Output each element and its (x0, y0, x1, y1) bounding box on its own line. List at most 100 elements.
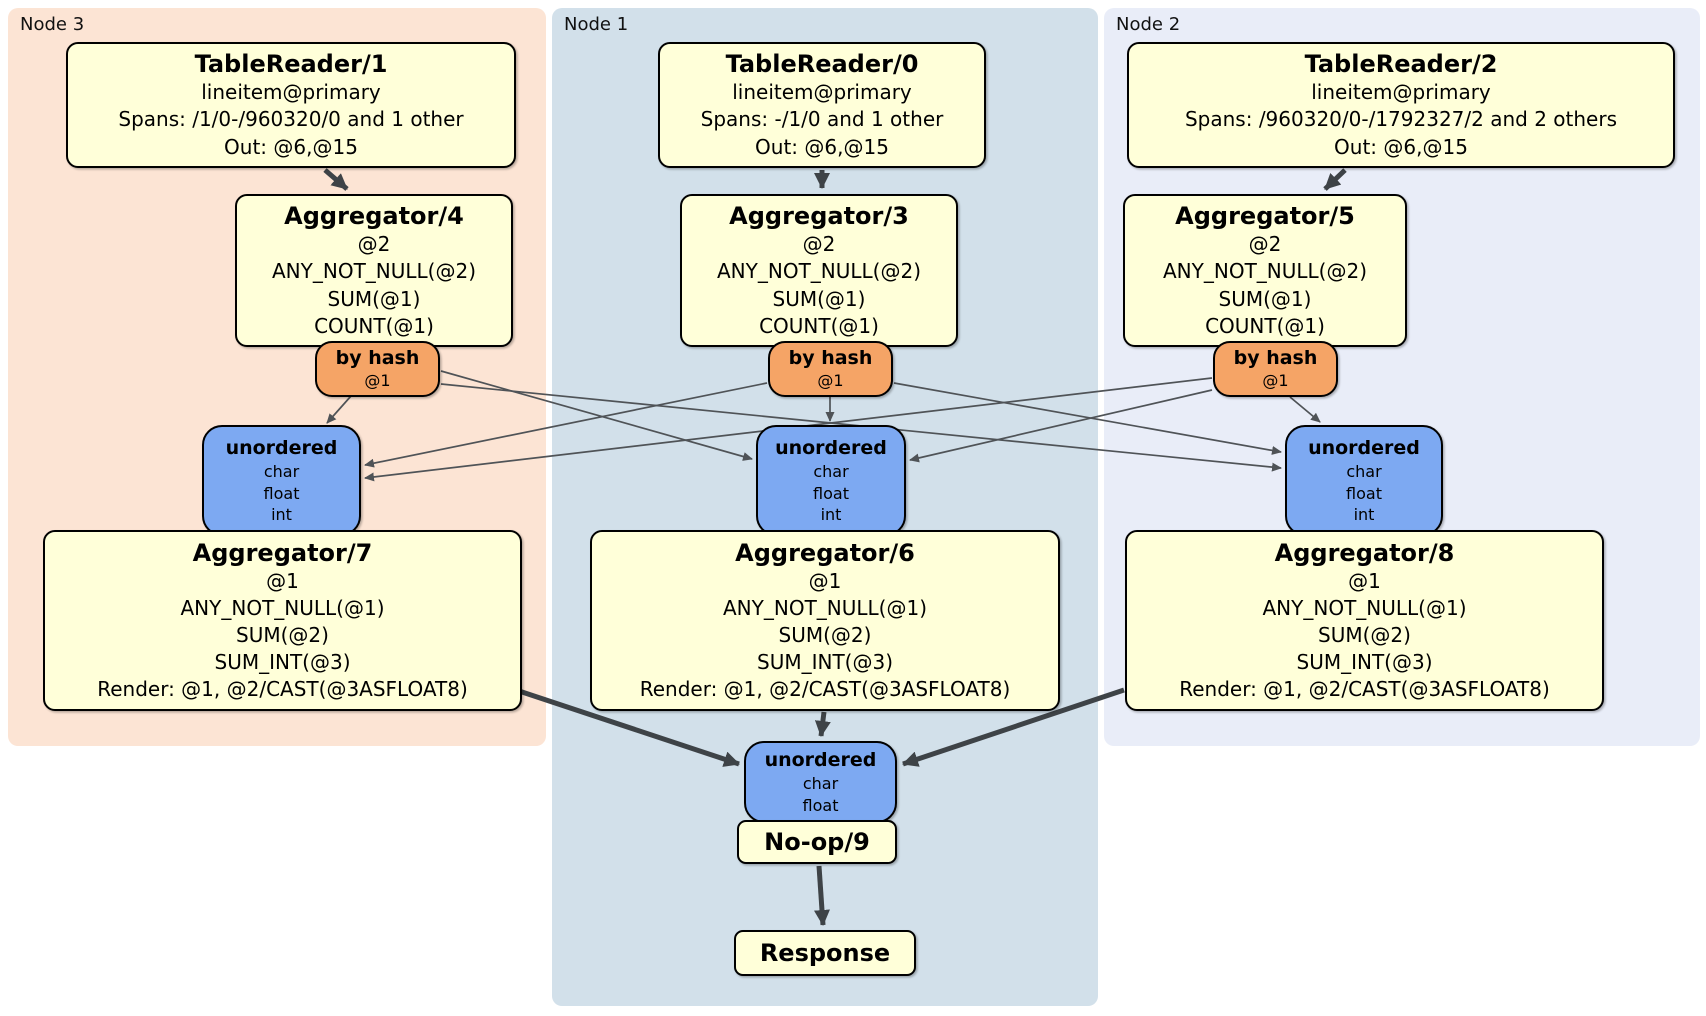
processor-line: Spans: -/1/0 and 1 other (700, 107, 944, 132)
processor-aggregator-4: Aggregator/4 @2 ANY_NOT_NULL(@2) SUM(@1)… (235, 194, 513, 347)
processor-line: SUM_INT(@3) (757, 650, 893, 675)
sync-title: unordered (1308, 436, 1420, 459)
edge-agg8-unordered-final (902, 687, 1125, 767)
sync-line: float (1346, 483, 1382, 503)
router-title: by hash (335, 347, 420, 370)
processor-title: Aggregator/7 (192, 538, 373, 567)
router-by-hash-node2: by hash @1 (1213, 341, 1338, 397)
processor-title: No-op/9 (764, 828, 870, 856)
edge-byhash3-unordered1 (440, 370, 753, 461)
processor-line: @2 (802, 232, 836, 257)
sync-line: char (802, 774, 839, 794)
processor-line: Out: @6,@15 (1334, 134, 1468, 159)
processor-line: ANY_NOT_NULL(@2) (1163, 259, 1367, 284)
region-node2-label: Node 2 (1116, 14, 1181, 35)
sync-unordered-node1: unordered char float int (756, 425, 906, 536)
router-line: @1 (817, 370, 844, 390)
processor-line: ANY_NOT_NULL(@1) (1262, 595, 1467, 620)
processor-line: Out: @6,@15 (224, 134, 358, 159)
processor-line: SUM(@1) (327, 286, 421, 311)
processor-line: @1 (266, 568, 299, 593)
processor-line: ANY_NOT_NULL(@1) (180, 595, 385, 620)
sync-line: char (813, 462, 849, 482)
processor-line: Spans: /960320/0-/1792327/2 and 2 others (1184, 107, 1617, 132)
router-title: by hash (1233, 347, 1318, 370)
processor-line: COUNT(@1) (759, 313, 879, 338)
processor-line: ANY_NOT_NULL(@1) (723, 595, 927, 620)
sync-title: unordered (225, 436, 338, 459)
processor-title: TableReader/2 (1304, 50, 1498, 79)
processor-title: TableReader/1 (194, 50, 388, 79)
edge-noop-response (814, 865, 830, 926)
sync-line: int (1353, 504, 1375, 524)
router-title: by hash (788, 347, 873, 370)
flow-edges (323, 168, 1347, 926)
processor-line: SUM(@1) (1218, 286, 1312, 311)
processor-title: Aggregator/3 (729, 202, 909, 231)
processor-aggregator-5: Aggregator/5 @2 ANY_NOT_NULL(@2) SUM(@1)… (1123, 194, 1407, 347)
sync-unordered-final: unordered char float (744, 741, 897, 823)
processor-title: Aggregator/8 (1274, 538, 1455, 567)
edge-byhash3-unordered3 (326, 395, 352, 424)
processor-title: Response (759, 939, 891, 967)
processor-line: Render: @1, @2/CAST(@3ASFLOAT8) (639, 677, 1011, 702)
processor-aggregator-3: Aggregator/3 @2 ANY_NOT_NULL(@2) SUM(@1)… (680, 194, 958, 347)
processor-line: @1 (1348, 568, 1381, 593)
edge-tr2-agg5 (1323, 168, 1347, 191)
processor-line: Spans: /1/0-/960320/0 and 1 other (118, 107, 464, 132)
processor-line: @2 (1248, 232, 1282, 257)
router-line: @1 (1262, 370, 1289, 390)
router-by-hash-node1: by hash @1 (768, 341, 893, 397)
processor-line: COUNT(@1) (1205, 313, 1325, 338)
sync-line: float (813, 483, 849, 503)
processor-line: ANY_NOT_NULL(@2) (272, 259, 476, 284)
edge-byhash1-unordered2 (893, 382, 1282, 455)
processor-aggregator-6: Aggregator/6 @1 ANY_NOT_NULL(@1) SUM(@2)… (590, 530, 1060, 711)
processor-line: Render: @1, @2/CAST(@3ASFLOAT8) (97, 677, 468, 702)
router-line: @1 (364, 370, 391, 390)
processor-title: Aggregator/4 (284, 202, 464, 231)
sync-unordered-node2: unordered char float int (1285, 425, 1443, 536)
edge-tr1-agg4 (323, 168, 349, 191)
processor-aggregator-8: Aggregator/8 @1 ANY_NOT_NULL(@1) SUM(@2)… (1125, 530, 1604, 711)
processor-line: Render: @1, @2/CAST(@3ASFLOAT8) (1179, 677, 1550, 702)
processor-tablereader-1: TableReader/1 lineitem@primary Spans: /1… (66, 42, 516, 168)
processor-response: Response (734, 930, 916, 976)
processor-line: lineitem@primary (1311, 80, 1491, 105)
sync-title: unordered (764, 749, 877, 772)
processor-line: SUM(@2) (778, 622, 872, 647)
processor-title: Aggregator/6 (735, 538, 915, 567)
processor-line: SUM(@1) (772, 286, 866, 311)
region-node3-label: Node 3 (20, 14, 85, 35)
processor-line: SUM_INT(@3) (214, 650, 351, 675)
processor-line: Out: @6,@15 (755, 134, 889, 159)
processor-line: SUM(@2) (236, 622, 329, 647)
sync-line: int (820, 504, 842, 524)
sync-line: float (802, 795, 839, 815)
processor-title: Aggregator/5 (1175, 202, 1355, 231)
sync-title: unordered (775, 436, 887, 459)
processor-aggregator-7: Aggregator/7 @1 ANY_NOT_NULL(@1) SUM(@2)… (43, 530, 522, 711)
edge-byhash2-unordered1 (909, 389, 1213, 463)
processor-line: COUNT(@1) (314, 313, 434, 338)
processor-line: SUM(@2) (1318, 622, 1411, 647)
processor-noop: No-op/9 (737, 820, 897, 864)
processor-line: lineitem@primary (201, 80, 381, 105)
processor-line: SUM_INT(@3) (1296, 650, 1433, 675)
processor-title: TableReader/0 (725, 50, 919, 79)
sync-line: float (263, 483, 300, 503)
edge-byhash2-unordered2 (1289, 396, 1321, 423)
processor-line: @2 (357, 232, 391, 257)
router-by-hash-node3: by hash @1 (315, 341, 440, 397)
sync-line: int (271, 504, 292, 524)
edge-agg7-unordered-final (515, 687, 740, 767)
edge-byhash1-unordered3 (364, 382, 768, 468)
sync-unordered-node3: unordered char float int (202, 425, 361, 536)
processor-tablereader-2: TableReader/2 lineitem@primary Spans: /9… (1127, 42, 1675, 168)
processor-tablereader-0: TableReader/0 lineitem@primary Spans: -/… (658, 42, 986, 168)
processor-line: @1 (808, 568, 842, 593)
region-node1-label: Node 1 (564, 14, 629, 35)
processor-line: ANY_NOT_NULL(@2) (717, 259, 921, 284)
sync-line: char (1346, 462, 1382, 482)
